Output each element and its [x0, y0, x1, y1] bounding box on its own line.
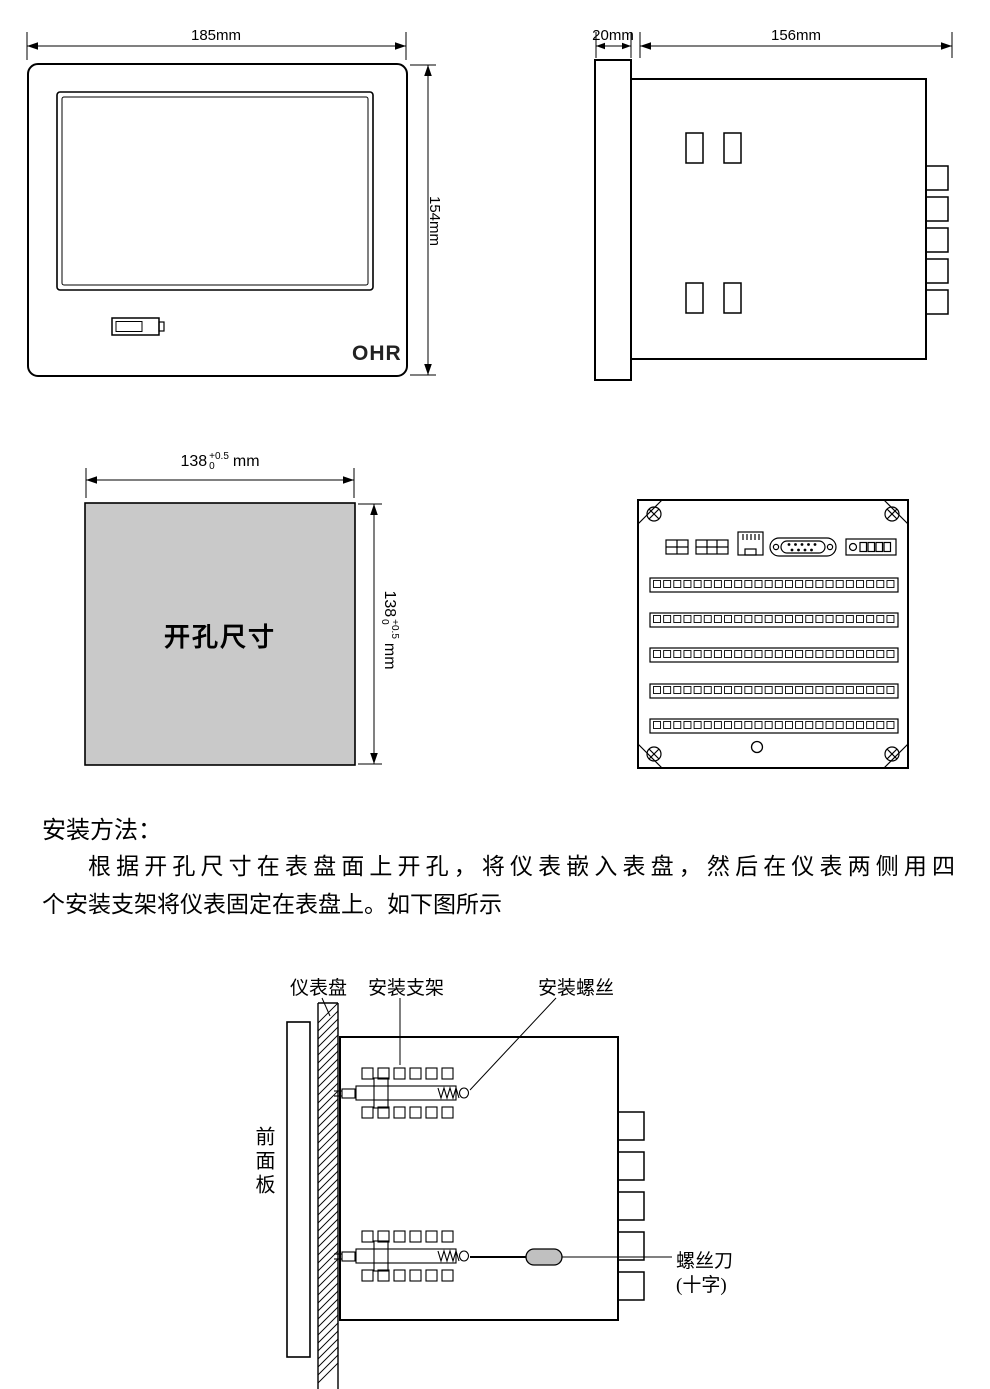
db9-port-icon: [769, 537, 837, 557]
rear-view-figure: [637, 499, 909, 769]
side-dimension-arrows: [596, 42, 952, 50]
brand-logo: OHR: [352, 342, 402, 365]
screen: [61, 96, 369, 286]
power-terminal-icon: [845, 538, 897, 556]
tolerance-upper: +0.5: [209, 451, 229, 462]
rear-panel-outline: [637, 499, 909, 769]
front-dimension-lines: [26, 32, 436, 376]
front-width-dimension: 185mm: [190, 27, 242, 44]
tolerance-lower: 0: [209, 461, 215, 472]
front-view-figure: [26, 32, 436, 377]
instruction-line-2: 个安装支架将仪表固定在表盘上。如下图所示: [42, 892, 502, 917]
cutout-label: 开孔尺寸: [163, 623, 276, 652]
installation-figure: [286, 997, 672, 1389]
screwdriver-type-label: (十字): [676, 1275, 727, 1296]
battery-slot-nub: [158, 321, 165, 332]
tolerance-upper: +0.5: [389, 619, 400, 639]
front-panel-bezel: [286, 1021, 311, 1358]
dimension-value: 138: [381, 590, 398, 618]
screen-bezel: [56, 91, 374, 291]
terminal-strips: [649, 577, 899, 734]
panel-hatching: [317, 1002, 339, 1384]
bracket-label: 安装支架: [368, 978, 445, 999]
cutout-figure: [84, 468, 382, 766]
rear-connectors: [665, 531, 897, 557]
battery-slot-inner: [115, 321, 143, 332]
rear-tabs: [617, 1111, 645, 1301]
mounting-slots: [685, 132, 742, 314]
tolerance-lower: 0: [379, 619, 390, 625]
side-view-figure: [594, 32, 953, 381]
side-bezel-dimension: 20mm: [592, 27, 634, 44]
dimension-unit: mm: [381, 642, 398, 670]
cutout-dimension-arrows: [86, 476, 378, 764]
cutout-dimension-lines: [85, 468, 382, 765]
screwdriver-handle: [525, 1248, 563, 1266]
section-title: 安装方法：: [42, 818, 162, 844]
instruction-line-1: 根据开孔尺寸在表盘面上开孔，将仪表嵌入表盘，然后在仪表两侧用四: [88, 854, 955, 879]
screw-label: 安装螺丝: [538, 978, 615, 999]
rear-terminal-tabs: [925, 165, 949, 315]
corner-screws: [637, 499, 909, 769]
battery-slot-icon: [111, 317, 160, 336]
panel-label: 仪表盘: [290, 978, 348, 999]
dimension-value: 138: [180, 453, 208, 470]
front-height-dimension: 154mm: [426, 195, 443, 247]
front-panel-label: 前面板: [252, 1126, 274, 1198]
label-leader-lines: [321, 997, 557, 1091]
front-dimension-arrows: [27, 42, 432, 375]
device-outline: [27, 63, 408, 377]
dimension-unit: mm: [232, 453, 260, 470]
screwdriver-label: 螺丝刀: [676, 1251, 734, 1272]
cutout-square: [84, 502, 356, 766]
side-depth-dimension: 156mm: [770, 27, 822, 44]
bezel-profile: [594, 59, 632, 381]
rear-bottom-hole: [750, 740, 764, 754]
body-profile: [630, 78, 927, 360]
mounting-brackets: [334, 1067, 470, 1282]
